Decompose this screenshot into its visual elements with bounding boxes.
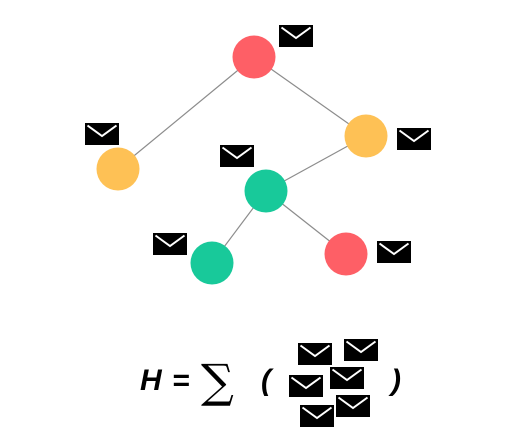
formula-close-paren: ) [388,364,401,397]
formula-sum-symbol: ∑ [201,354,234,408]
envelope-icon [397,128,431,150]
envelope-icon [344,339,378,361]
node-right-child [344,114,388,158]
formula-equals: = [172,364,190,397]
tree-nodes [96,35,388,285]
envelope-icon [289,375,323,397]
formula-lhs: H [140,364,163,397]
envelope-icon [330,367,364,389]
envelope-icon [85,123,119,145]
formula-message-group [289,339,378,427]
envelope-icon [279,25,313,47]
node-bottom-right [324,232,368,276]
node-middle [244,169,288,213]
envelope-icon [153,233,187,255]
envelope-icon [220,145,254,167]
edge-root-left-child [117,56,255,170]
envelope-icon [298,343,332,365]
node-left-child [96,147,140,191]
edge-root-right-child [253,56,367,137]
envelope-icon [300,405,334,427]
node-root [232,35,276,79]
envelope-icon [336,395,370,417]
envelope-icon [377,241,411,263]
formula: H = ∑ ( ) [140,339,401,427]
formula-open-paren: ( [261,364,274,397]
node-bottom-left [190,241,234,285]
